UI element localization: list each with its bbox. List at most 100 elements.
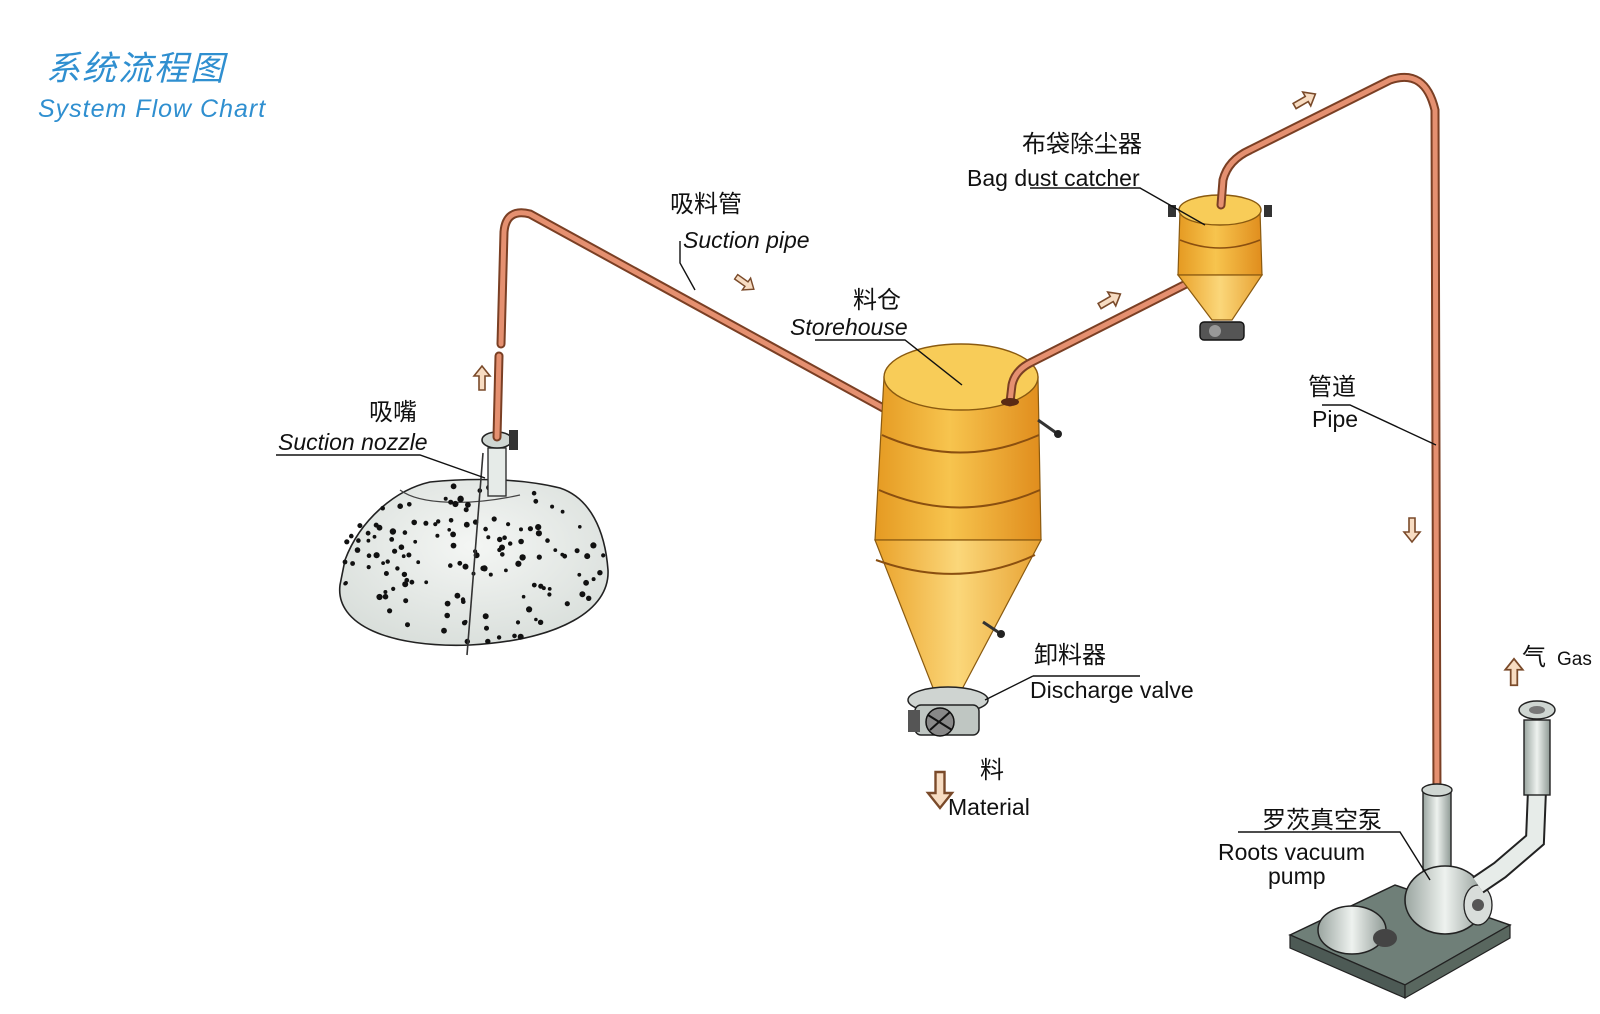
- pile-dot: [547, 587, 552, 591]
- pile-dot: [517, 633, 524, 640]
- pile-dot: [550, 504, 555, 509]
- pipe-label-cn: 管道: [1308, 373, 1356, 401]
- roots-pump-label-cn: 罗茨真空泵: [1262, 806, 1382, 834]
- pile-dot: [482, 613, 489, 620]
- roots-pump-label-en-2: pump: [1268, 863, 1326, 889]
- pile-dot: [535, 524, 542, 531]
- pile-dot: [366, 565, 371, 570]
- gas-label-cn: 气: [1522, 643, 1546, 671]
- pile-dot: [560, 552, 565, 557]
- pile-dot: [560, 509, 565, 514]
- pile-dot: [590, 542, 597, 549]
- pile-dot: [380, 505, 386, 511]
- pile-dot: [443, 496, 448, 501]
- pile-dot: [502, 535, 507, 540]
- pile-dot: [424, 580, 429, 585]
- pile-dot: [450, 531, 456, 538]
- pile-dot: [504, 568, 508, 573]
- pile-dot: [356, 538, 361, 543]
- pile-dot: [519, 554, 526, 561]
- pile-dot: [373, 552, 380, 559]
- bag-dust-catcher-label-en: Bag dust catcher: [967, 165, 1140, 191]
- pile-dot: [506, 522, 511, 527]
- pile-dot: [406, 552, 412, 558]
- pile-dot: [387, 608, 393, 614]
- pile-dot: [591, 577, 596, 582]
- pile-dot: [413, 539, 418, 544]
- pile-dot: [531, 490, 537, 496]
- roots-vacuum-pump: [1288, 700, 1556, 1000]
- pile-dot: [488, 572, 493, 577]
- pile-dot: [485, 638, 491, 645]
- pile-dot: [381, 561, 385, 565]
- roots-pump-label-en-1: Roots vacuum: [1218, 839, 1365, 865]
- pile-dot: [534, 617, 538, 622]
- pile-dot: [518, 538, 524, 545]
- pile-dot: [441, 627, 447, 634]
- pile-dot: [496, 635, 502, 640]
- pile-dot: [395, 566, 400, 571]
- pile-dot: [344, 581, 348, 585]
- pile-dot: [376, 593, 383, 601]
- pile-dot: [527, 526, 534, 532]
- pile-dot: [383, 571, 389, 576]
- pile-dot: [365, 530, 371, 536]
- suction-nozzle: [466, 430, 518, 656]
- discharge-valve: [907, 686, 989, 737]
- leader-lines: [276, 187, 1437, 881]
- pile-dot: [526, 606, 533, 613]
- pile-dot: [354, 547, 361, 553]
- gas-label-en: Gas: [1557, 649, 1592, 670]
- storehouse-label-en: Storehouse: [790, 314, 908, 340]
- pile-dot: [545, 538, 550, 543]
- pile-dot: [407, 502, 412, 507]
- pile-dot: [584, 553, 591, 560]
- material-label-en: Material: [948, 794, 1030, 820]
- up-arrow-icon: [472, 364, 492, 391]
- pile-dot: [452, 500, 459, 508]
- pile-dot: [411, 519, 418, 526]
- pile-dot: [579, 591, 586, 598]
- pile-dot: [537, 619, 544, 625]
- pile-dot: [447, 528, 452, 532]
- pile-dot: [402, 581, 409, 588]
- pile-dot: [521, 594, 526, 599]
- pile-dot: [423, 520, 429, 526]
- pile-dot: [366, 538, 371, 543]
- title-chinese: 系统流程图: [46, 49, 228, 89]
- pile-dot: [463, 507, 469, 513]
- pile-dot: [342, 559, 348, 565]
- bag-dust-catcher: [1168, 194, 1272, 341]
- pile-dot: [450, 542, 457, 549]
- pile-dot: [389, 537, 395, 542]
- pile-dot: [497, 536, 503, 543]
- suction-nozzle-label-cn: 吸嘴: [369, 398, 417, 426]
- pile-dot: [401, 571, 408, 578]
- material-label-cn: 料: [980, 756, 1004, 784]
- pile-dot: [397, 503, 404, 510]
- bag-dust-catcher-label-cn: 布袋除尘器: [1022, 130, 1142, 158]
- pile-dot: [405, 622, 410, 628]
- pile-dot: [538, 583, 544, 589]
- pile-dot: [460, 597, 466, 602]
- discharge-valve-label-en: Discharge valve: [1030, 677, 1194, 703]
- connecting-pipe: [1001, 277, 1195, 407]
- pile-dot: [366, 553, 372, 558]
- pile-dot: [402, 530, 408, 535]
- suction-pipe-label-en: Suction pipe: [683, 227, 810, 253]
- suction-pipe-label-cn: 吸料管: [670, 190, 742, 218]
- up-right-arrow-icon: [1292, 91, 1317, 110]
- pile-dot: [436, 519, 441, 524]
- pile-dot: [448, 518, 454, 523]
- pile-dot: [416, 560, 421, 565]
- up-arrow-icon: [1503, 657, 1525, 687]
- pile-dot: [444, 612, 451, 619]
- pile-dot: [586, 595, 592, 601]
- pile-dot: [508, 541, 513, 546]
- pile-dot: [450, 483, 457, 490]
- pile-dot: [486, 535, 491, 540]
- pile-dot: [516, 560, 521, 565]
- pile-dot: [481, 565, 488, 572]
- pile-dot: [457, 560, 463, 566]
- pile-dot: [535, 530, 543, 537]
